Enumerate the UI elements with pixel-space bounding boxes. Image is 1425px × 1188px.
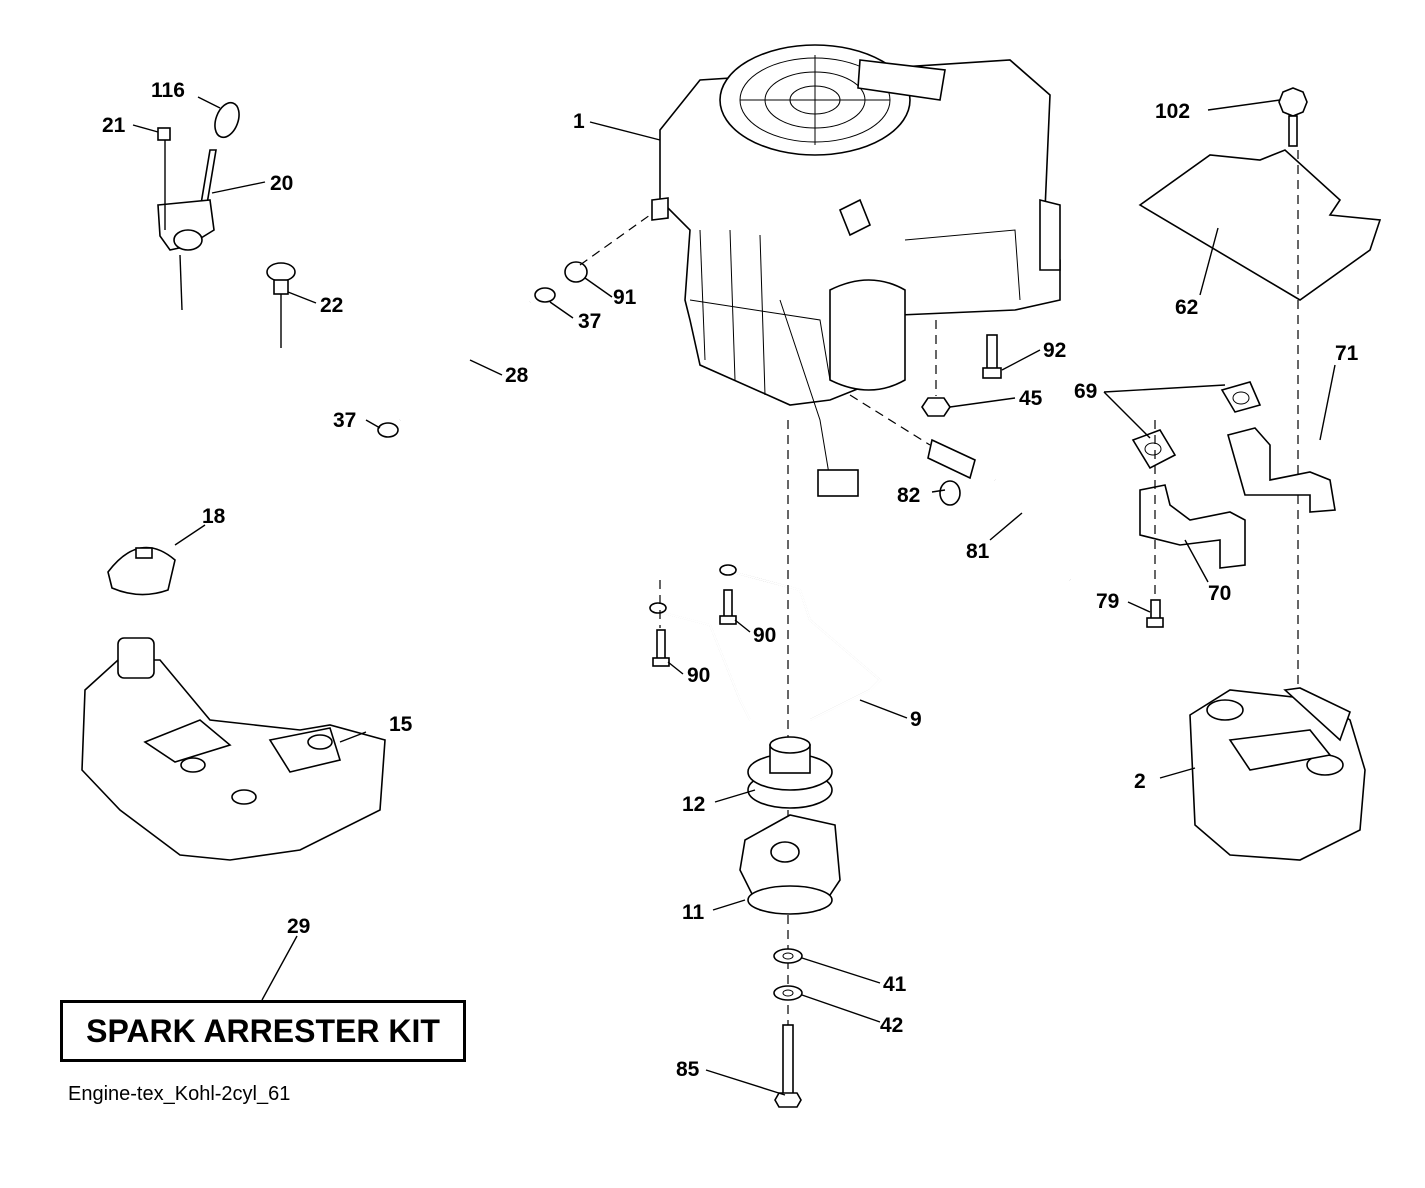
- callout-18: 18: [202, 505, 226, 528]
- callout-11: 11: [682, 901, 705, 924]
- callout-22: 22: [320, 294, 343, 317]
- callout-91: 91: [613, 286, 637, 309]
- heat-shield: [1138, 87, 1382, 690]
- callout-90-upper: 90: [753, 624, 776, 647]
- callout-90-lower: 90: [687, 664, 710, 687]
- callout-62: 62: [1175, 296, 1198, 319]
- callout-92: 92: [1043, 339, 1066, 362]
- muffler: [1189, 687, 1366, 861]
- callout-9: 9: [910, 708, 922, 731]
- leader-lines: [132, 96, 1336, 1096]
- exhaust-pipes: [1131, 381, 1336, 628]
- callout-12: 12: [682, 793, 705, 816]
- kohler-engine: [651, 44, 1061, 497]
- callout-37-lower: 37: [333, 409, 356, 432]
- callout-29: 29: [287, 915, 310, 938]
- callout-71: 71: [1335, 342, 1359, 365]
- oil-drain-assembly: [849, 394, 1075, 583]
- bolt-and-nut: [921, 320, 1002, 417]
- choke-knob: [266, 262, 296, 348]
- callout-82: 82: [897, 484, 920, 507]
- callout-15: 15: [389, 713, 413, 736]
- callout-116: 116: [151, 79, 185, 102]
- callout-41: 41: [883, 973, 907, 996]
- engine-bracket: [649, 420, 882, 1080]
- throttle-lever-assembly: [157, 101, 240, 311]
- callout-81: 81: [966, 540, 990, 563]
- callout-2: 2: [1134, 770, 1146, 793]
- fuel-cap: [107, 546, 176, 596]
- pto-clutch-stack: [739, 736, 841, 1108]
- fuel-line-assembly: [377, 214, 651, 438]
- fuel-tank: [81, 637, 386, 861]
- diagram-code: Engine-tex_Kohl-2cyl_61: [68, 1083, 291, 1105]
- callout-85: 85: [676, 1058, 700, 1081]
- callout-102: 102: [1155, 100, 1190, 123]
- spark-arrester-kit-label: SPARK ARRESTER KIT: [86, 1012, 440, 1049]
- callout-37-upper: 37: [578, 310, 601, 333]
- callout-70: 70: [1208, 582, 1231, 605]
- callout-45: 45: [1019, 387, 1043, 410]
- callout-42: 42: [880, 1014, 903, 1037]
- callout-1: 1: [573, 110, 585, 133]
- callout-28: 28: [505, 364, 529, 387]
- callout-20: 20: [270, 172, 293, 195]
- callout-labels: 116 21 20 22 1 91 37 28 37 18 15 29 102 …: [102, 79, 1359, 1081]
- callout-79: 79: [1096, 590, 1119, 613]
- callout-21: 21: [102, 114, 126, 137]
- callout-69: 69: [1074, 380, 1097, 403]
- spark-arrester-kit-box: SPARK ARRESTER KIT: [60, 1000, 466, 1062]
